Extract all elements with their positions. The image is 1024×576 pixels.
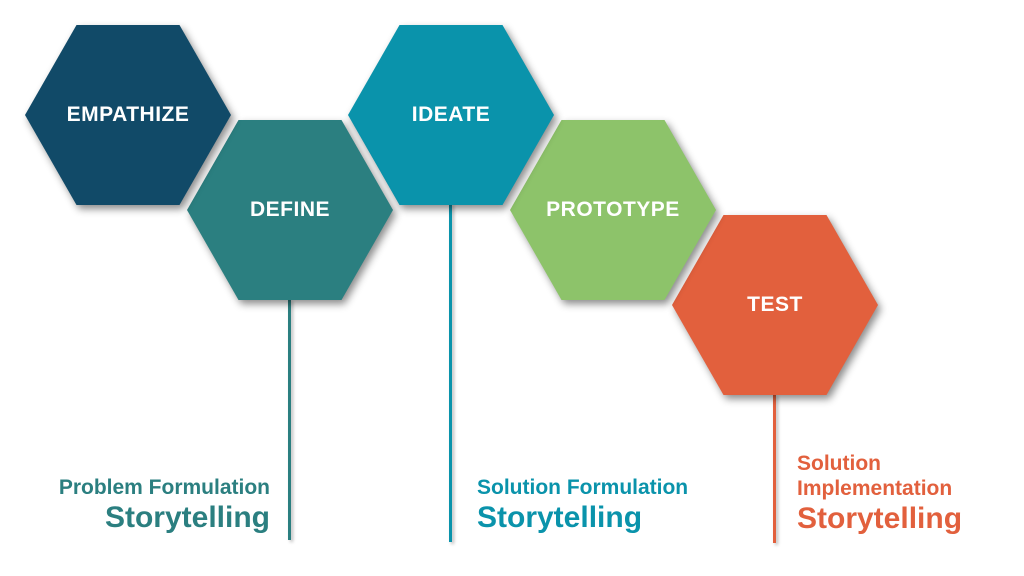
hexagon-define: DEFINE [187, 120, 393, 300]
hexagon-label-prototype: PROTOTYPE [546, 198, 680, 221]
phase-label-solution-formulation: Solution Formulation Storytelling [477, 475, 688, 535]
phase-problem-line1: Problem Formulation [58, 476, 270, 499]
hexagon-test: TEST [672, 215, 878, 395]
hexagon-label-ideate: IDEATE [411, 103, 491, 126]
phase-solution-implementation-line2: Implementation [797, 477, 953, 500]
hexagon-prototype: PROTOTYPE [510, 120, 716, 300]
phase-solution-implementation-line1: Solution [797, 452, 881, 475]
hexagon-empathize-shape: EMPATHIZE [25, 25, 231, 205]
hexagon-label-test: TEST [747, 293, 803, 316]
phase-solution-formulation-storytelling: Storytelling [477, 501, 643, 534]
hexagon-label-empathize: EMPATHIZE [66, 103, 190, 126]
phase-solution-formulation-line1: Solution Formulation [477, 476, 689, 499]
hexagon-ideate: IDEATE [348, 25, 554, 205]
connector-line-test [773, 394, 776, 543]
hexagon-label-define: DEFINE [249, 198, 330, 221]
phase-problem-storytelling: Storytelling [104, 501, 270, 534]
hexagon-empathize: EMPATHIZE [25, 25, 231, 205]
phase-label-solution-implementation: Solution Implementation Storytelling [797, 451, 962, 536]
phase-label-problem-formulation: Problem Formulation Storytelling [59, 475, 270, 535]
connector-line-ideate [449, 203, 452, 542]
phase-solution-implementation-storytelling: Storytelling [797, 502, 963, 535]
connector-line-define [288, 299, 291, 540]
